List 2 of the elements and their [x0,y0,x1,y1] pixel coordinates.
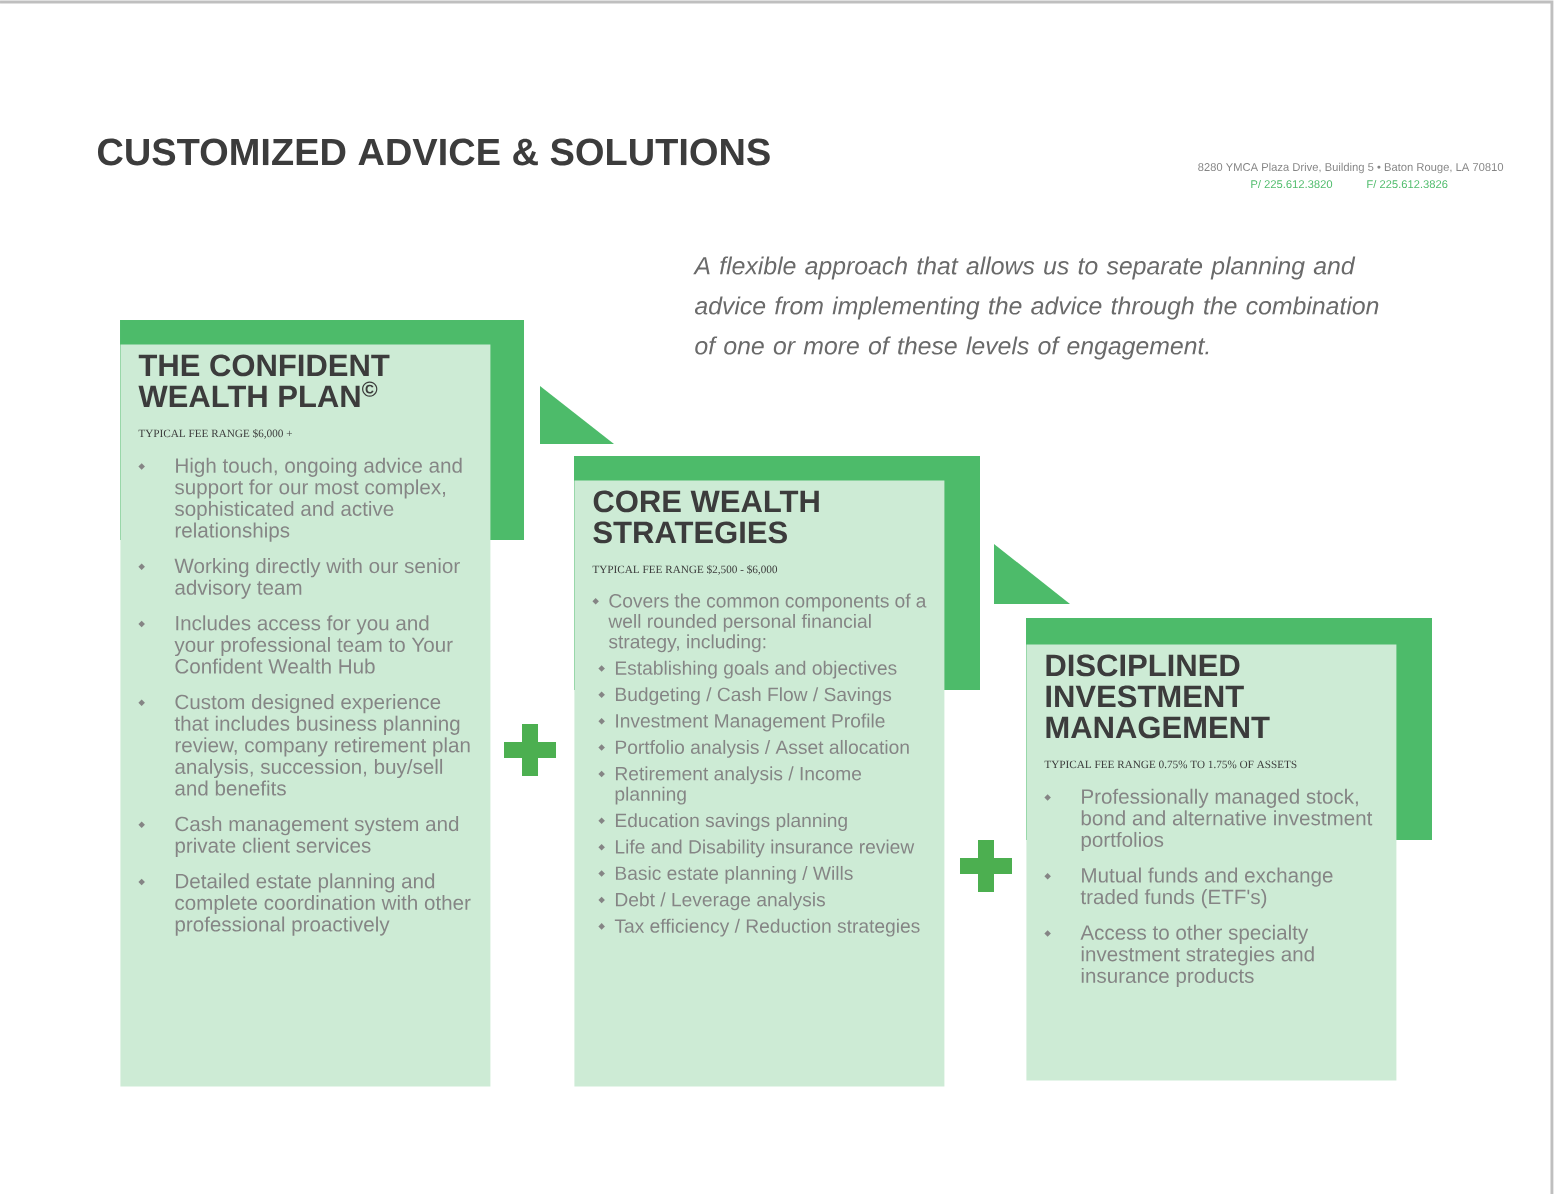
intro-paragraph: A flexible approach that allows us to separate planning and advice from implementing the advice through the combination of one or more of these levels of engagement. [693,256,1379,360]
title: CUSTOMIZED ADVICE & SOLUTIONS [98,138,770,166]
